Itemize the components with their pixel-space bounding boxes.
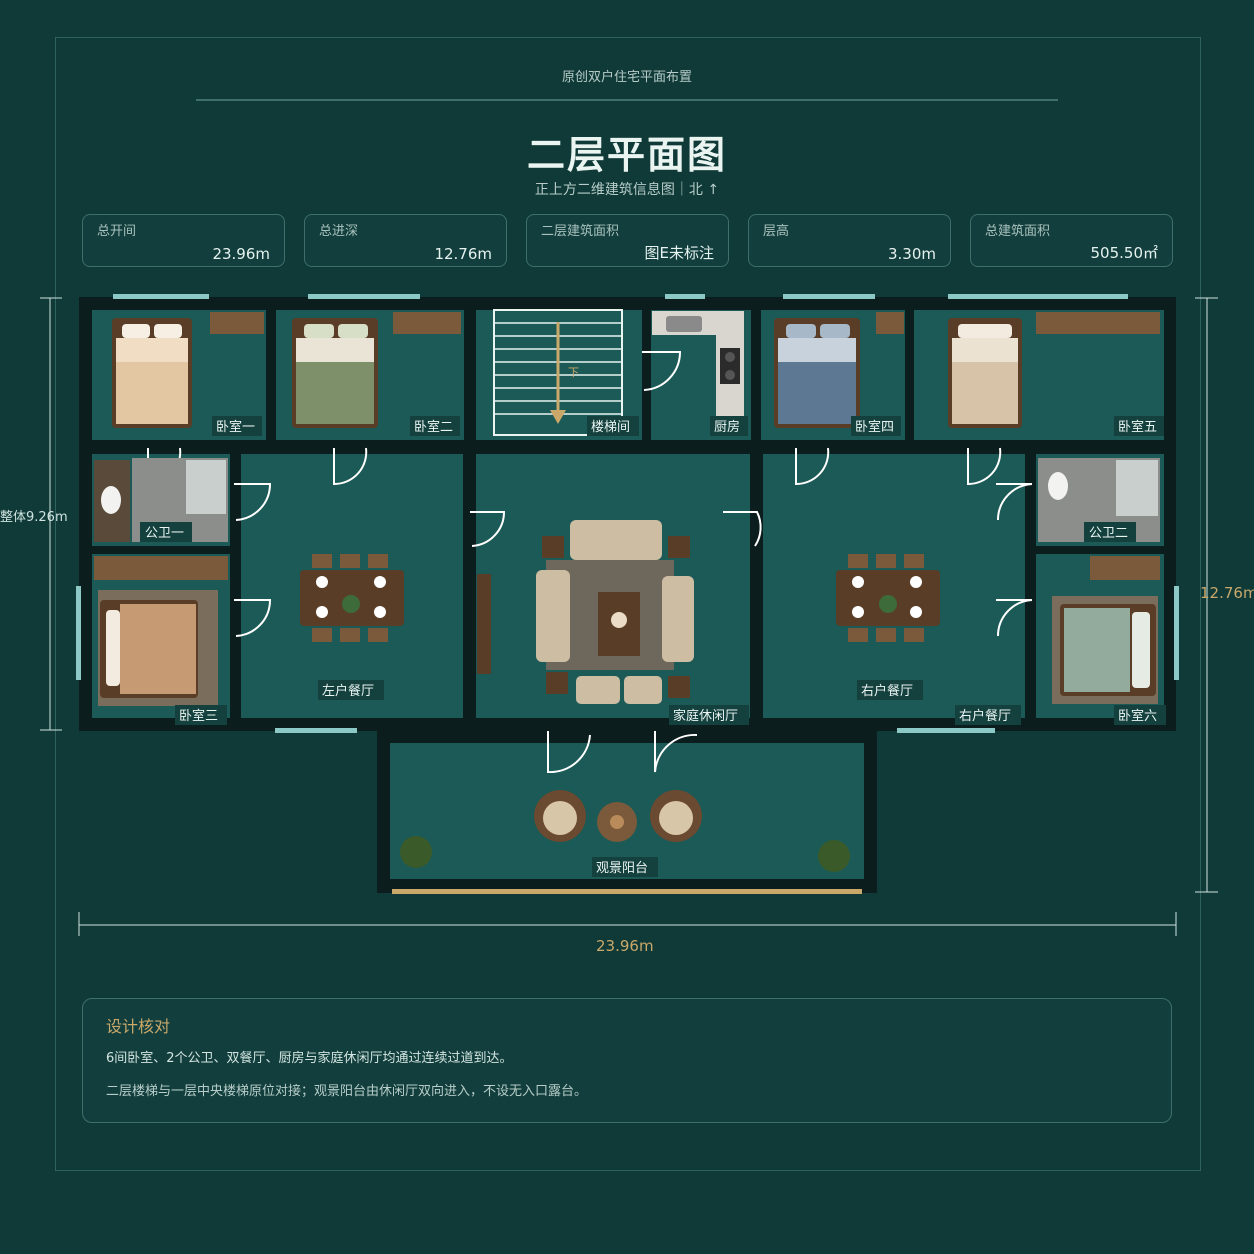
label-bedroom4: 卧室四 [855, 419, 894, 435]
dining-table-right [836, 554, 940, 642]
label-bath2: 公卫二 [1089, 526, 1128, 541]
label-right-dining: 右户餐厅 [861, 683, 913, 699]
stat-value: 12.76m [434, 245, 492, 263]
design-notes: 设计核对 6间卧室、2个公卫、双餐厅、厨房与家庭休闲厅均通过连续过道到达。 二层… [82, 998, 1172, 1123]
stat-label: 总建筑面积 [985, 224, 1051, 239]
stat-label: 总开间 [97, 224, 137, 239]
bed-bedroom2 [292, 312, 461, 428]
label-bedroom5: 卧室五 [1118, 419, 1157, 435]
bed-bedroom6 [1052, 556, 1160, 704]
bed-bedroom3 [94, 556, 228, 706]
bed-bedroom5 [948, 312, 1160, 428]
dimension-left-height: 整体9.26m [0, 510, 68, 525]
stat-card-floor-area: 二层建筑面积 图E未标注 [526, 214, 729, 267]
windows [76, 294, 1179, 733]
page-subtitle: 正上方二维建筑信息图｜北 ↑ [534, 182, 720, 198]
label-family-lounge: 家庭休闲厅 [673, 708, 738, 724]
label-balcony: 观景阳台 [596, 861, 648, 876]
dimension-bottom-width: 23.96m [596, 937, 654, 955]
label-bedroom3: 卧室三 [179, 708, 218, 724]
stat-label: 总进深 [319, 224, 359, 239]
balcony-furniture [400, 790, 850, 872]
staircase: 下 [493, 309, 623, 436]
stat-label: 二层建筑面积 [541, 224, 620, 239]
stat-card-width: 总开间 23.96m [82, 214, 285, 267]
kitchen-fixtures [652, 311, 744, 417]
notes-title: 设计核对 [106, 1017, 171, 1036]
dimension-lines [40, 297, 1218, 936]
label-left-dining: 左户餐厅 [322, 683, 374, 699]
label-stairs: 楼梯间 [591, 420, 630, 435]
label-kitchen: 厨房 [714, 419, 740, 435]
stat-card-total-area: 总建筑面积 505.50㎡ [970, 214, 1173, 267]
stat-card-depth: 总进深 12.76m [304, 214, 507, 267]
bed-bedroom1 [112, 312, 264, 428]
stat-label: 层高 [763, 224, 790, 239]
top-caption: 原创双户住宅平面布置 [561, 70, 692, 85]
lounge-furniture [477, 520, 694, 704]
stat-value: 图E未标注 [644, 244, 714, 262]
page-title: 二层平面图 [526, 133, 727, 177]
doors [147, 351, 1033, 774]
stairs-down-label: 下 [568, 366, 579, 379]
stat-value: 23.96m [212, 245, 270, 263]
dimension-right-height: 12.76m [1200, 584, 1254, 602]
notes-line2: 二层楼梯与一层中央楼梯原位对接；观景阳台由休闲厅双向进入，不设无入口露台。 [106, 1084, 588, 1099]
label-bedroom1: 卧室一 [216, 419, 255, 435]
bed-bedroom4 [774, 312, 904, 428]
outer-frame [55, 37, 1201, 1171]
label-right-hall: 右户餐厅 [959, 708, 1011, 724]
stat-card-storey-height: 层高 3.30m [748, 214, 951, 267]
label-bedroom6: 卧室六 [1118, 708, 1157, 724]
balcony-rail [392, 889, 862, 894]
dining-table-left [300, 554, 404, 642]
label-bath1: 公卫一 [145, 526, 184, 541]
room-labels: 卧室一 卧室二 楼梯间 厨房 卧室四 卧室五 公卫一 公卫二 左户餐厅 家庭休闲… [140, 416, 1166, 877]
stat-value: 505.50㎡ [1090, 244, 1159, 262]
header-divider [196, 99, 1058, 101]
stat-value: 3.30m [887, 245, 936, 263]
notes-line1: 6间卧室、2个公卫、双餐厅、厨房与家庭休闲厅均通过连续过道到达。 [106, 1051, 513, 1066]
label-bedroom2: 卧室二 [414, 419, 453, 435]
